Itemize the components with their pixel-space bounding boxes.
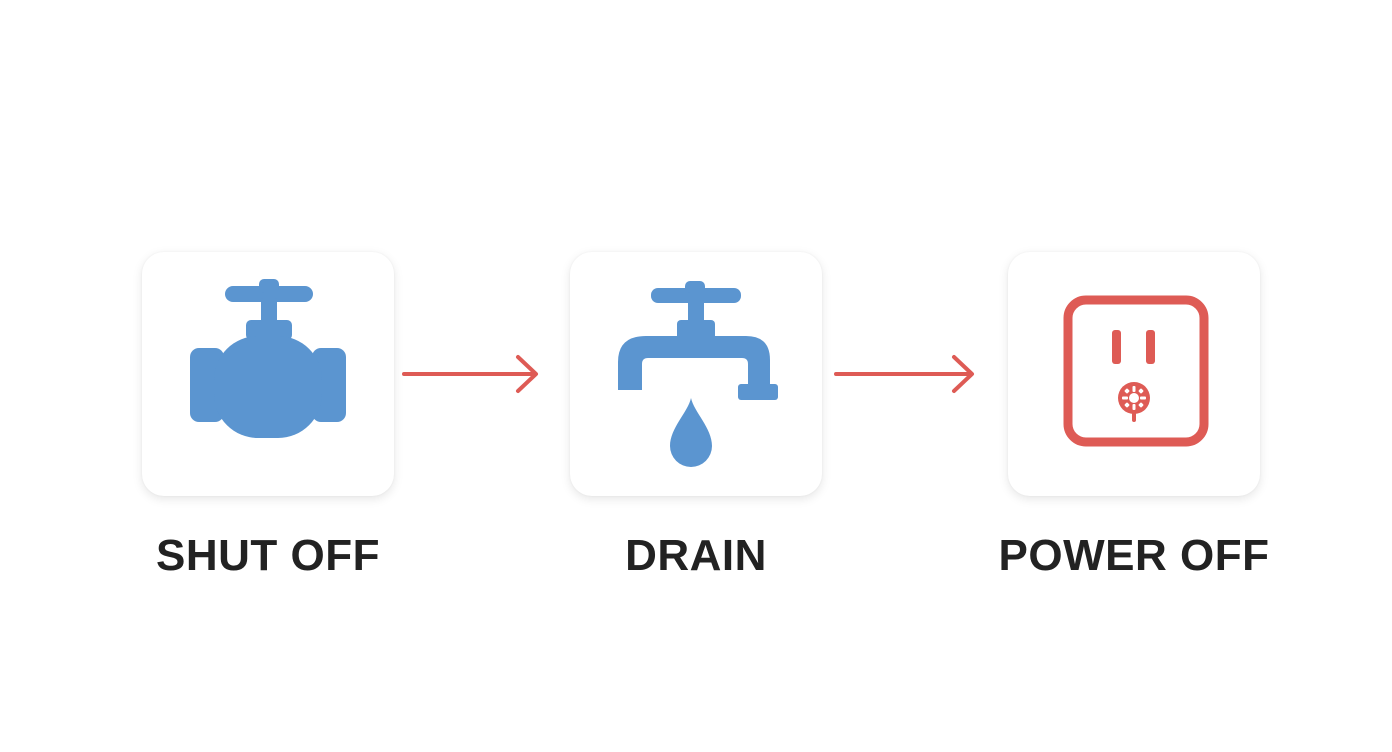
step-label-drain: DRAIN	[625, 531, 767, 580]
faucet-drip-icon	[618, 281, 778, 467]
step-label-power-off: POWER OFF	[998, 531, 1270, 580]
step-card-drain	[570, 252, 822, 496]
flow-arrow	[832, 350, 980, 398]
power-outlet-icon	[1063, 295, 1209, 447]
step-card-power-off	[1008, 252, 1260, 496]
valve-icon	[190, 279, 346, 438]
step-label-shut-off: SHUT OFF	[156, 531, 380, 580]
step-card-shut-off	[142, 252, 394, 496]
flow-arrow	[400, 350, 544, 398]
